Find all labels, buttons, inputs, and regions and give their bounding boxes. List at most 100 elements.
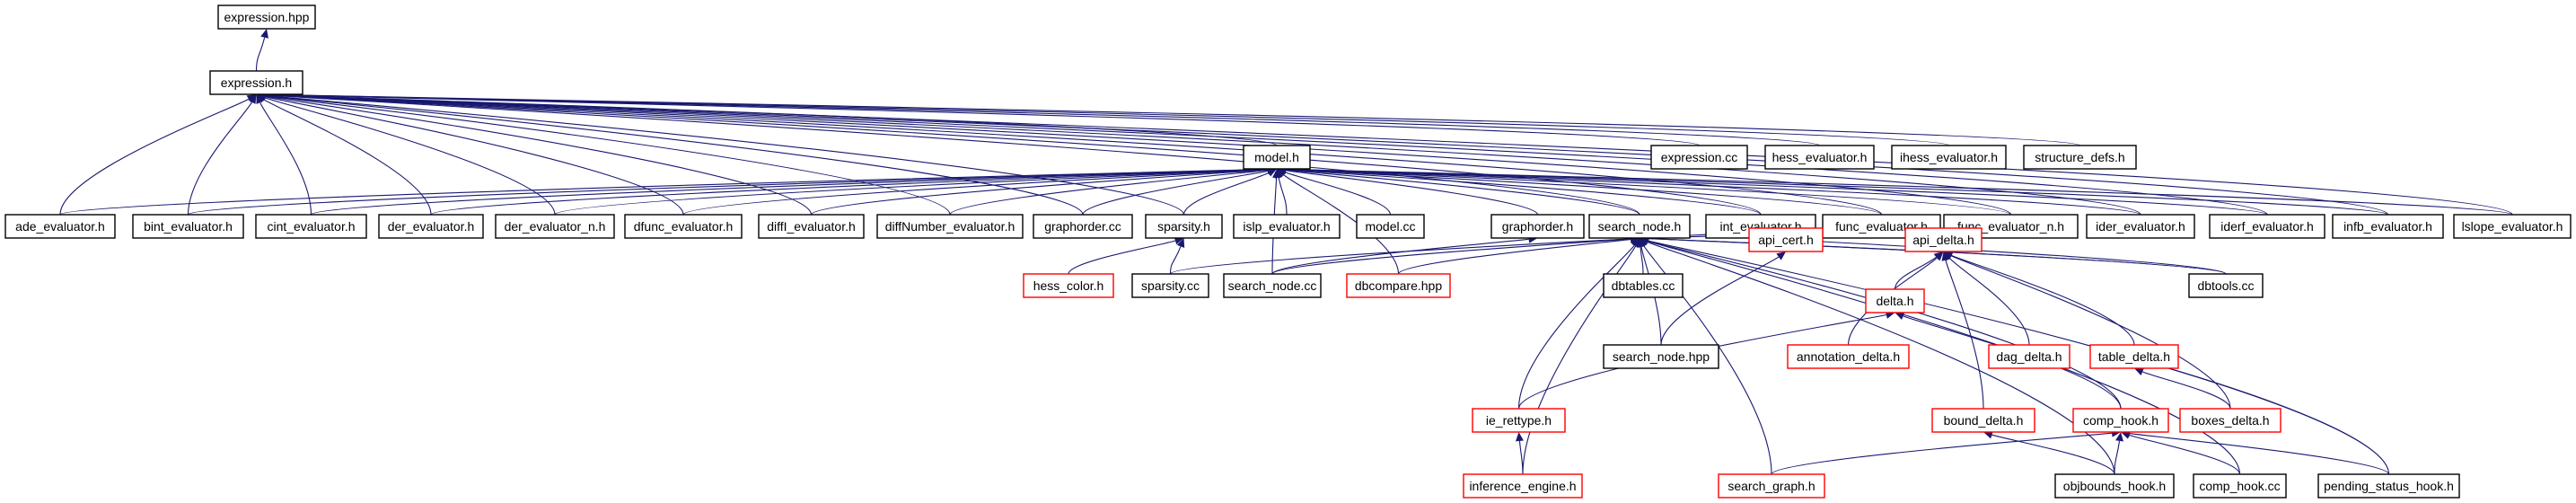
node-box[interactable]: [2086, 214, 2195, 239]
node-box[interactable]: [2089, 344, 2179, 369]
node-lslope-evaluator-h[interactable]: lslope_evaluator.h: [2453, 214, 2572, 239]
node-dbcompare-hpp[interactable]: dbcompare.hpp: [1346, 273, 1451, 298]
edge-line: [1271, 238, 1529, 275]
node-box[interactable]: [1490, 214, 1585, 239]
node-box[interactable]: [2023, 145, 2137, 170]
node-search-node-hpp[interactable]: search_node.hpp: [1603, 344, 1719, 369]
node-box[interactable]: [1891, 145, 2007, 170]
node-box[interactable]: [1865, 288, 1925, 313]
edge-objbounds_hook_h-to-bound_delta_h: [1983, 430, 2115, 475]
node-inference-engine-h[interactable]: inference_engine.h: [1463, 473, 1583, 499]
node-model-h[interactable]: model.h: [1243, 145, 1311, 170]
node-der-evaluator-h[interactable]: der_evaluator.h: [378, 214, 484, 239]
edge-line: [1951, 255, 2231, 410]
node-box[interactable]: [1748, 227, 1824, 252]
node-box[interactable]: [758, 214, 865, 239]
node-box[interactable]: [378, 214, 484, 239]
node-hess-color-h[interactable]: hess_color.h: [1023, 273, 1114, 298]
node-box[interactable]: [1243, 145, 1311, 170]
node-box[interactable]: [1356, 214, 1425, 239]
node-api-cert-h[interactable]: api_cert.h: [1748, 227, 1824, 252]
node-box[interactable]: [132, 214, 244, 239]
node-ihess-evaluator-h[interactable]: ihess_evaluator.h: [1891, 145, 2007, 170]
node-diffNumber-evaluator-h[interactable]: diffNumber_evaluator.h: [876, 214, 1024, 239]
node-box[interactable]: [1931, 408, 2035, 433]
node-annotation-delta-h[interactable]: annotation_delta.h: [1787, 344, 1910, 369]
node-dbtools-cc[interactable]: dbtools.cc: [2188, 273, 2264, 298]
node-search-graph-h[interactable]: search_graph.h: [1718, 473, 1825, 499]
node-search-node-h[interactable]: search_node.h: [1588, 214, 1691, 239]
node-box[interactable]: [1603, 273, 1684, 298]
node-pending-status-hook-h[interactable]: pending_status_hook.h: [2317, 473, 2460, 499]
node-iderf-evaluator-h[interactable]: iderf_evaluator.h: [2209, 214, 2325, 239]
node-box[interactable]: [1603, 344, 1719, 369]
node-model-cc[interactable]: model.cc: [1356, 214, 1425, 239]
node-box[interactable]: [1904, 227, 1983, 252]
node-box[interactable]: [2317, 473, 2460, 499]
node-objbounds-hook-h[interactable]: objbounds_hook.h: [2054, 473, 2175, 499]
node-bound-delta-h[interactable]: bound_delta.h: [1931, 408, 2035, 433]
node-box[interactable]: [1023, 273, 1114, 298]
node-box[interactable]: [2209, 214, 2325, 239]
node-box[interactable]: [624, 214, 743, 239]
node-ie-rettype-h[interactable]: ie_rettype.h: [1472, 408, 1566, 433]
edge-inference_engine_h-to-ie_rettype_h: [1515, 432, 1524, 475]
node-expression-cc[interactable]: expression.cc: [1650, 145, 1748, 170]
node-comp-hook-cc[interactable]: comp_hook.cc: [2193, 473, 2287, 499]
node-islp-evaluator-h[interactable]: islp_evaluator.h: [1233, 214, 1341, 239]
node-expression-h[interactable]: expression.h: [209, 70, 303, 95]
node-delta-h[interactable]: delta.h: [1865, 288, 1925, 313]
node-box[interactable]: [495, 214, 615, 239]
node-structure-defs-h[interactable]: structure_defs.h: [2023, 145, 2137, 170]
node-box[interactable]: [1787, 344, 1910, 369]
edge-arrowhead: [1277, 169, 1287, 178]
node-dfunc-evaluator-h[interactable]: dfunc_evaluator.h: [624, 214, 743, 239]
node-graphorder-h[interactable]: graphorder.h: [1490, 214, 1585, 239]
node-comp-hook-h[interactable]: comp_hook.h: [2072, 408, 2169, 433]
node-table-delta-h[interactable]: table_delta.h: [2089, 344, 2179, 369]
node-box[interactable]: [2453, 214, 2572, 239]
node-dag-delta-h[interactable]: dag_delta.h: [1988, 344, 2070, 369]
node-box[interactable]: [1463, 473, 1583, 499]
node-hess-evaluator-h[interactable]: hess_evaluator.h: [1764, 145, 1875, 170]
node-box[interactable]: [1650, 145, 1748, 170]
node-box[interactable]: [1131, 273, 1209, 298]
node-box[interactable]: [1145, 214, 1223, 239]
node-sparsity-cc[interactable]: sparsity.cc: [1131, 273, 1209, 298]
node-box[interactable]: [1223, 273, 1322, 298]
node-infb-evaluator-h[interactable]: infb_evaluator.h: [2332, 214, 2444, 239]
node-box[interactable]: [1718, 473, 1825, 499]
node-box[interactable]: [1764, 145, 1875, 170]
node-der-evaluator-n-h[interactable]: der_evaluator_n.h: [495, 214, 615, 239]
node-dbtables-cc[interactable]: dbtables.cc: [1603, 273, 1684, 298]
node-box[interactable]: [2193, 473, 2287, 499]
node-box[interactable]: [876, 214, 1024, 239]
node-diffI-evaluator-h[interactable]: diffI_evaluator.h: [758, 214, 865, 239]
node-box[interactable]: [209, 70, 303, 95]
node-ider-evaluator-h[interactable]: ider_evaluator.h: [2086, 214, 2195, 239]
node-box[interactable]: [217, 4, 316, 30]
node-box[interactable]: [1033, 214, 1133, 239]
node-box[interactable]: [1233, 214, 1341, 239]
node-box[interactable]: [1472, 408, 1566, 433]
node-cint-evaluator-h[interactable]: cint_evaluator.h: [255, 214, 367, 239]
node-box[interactable]: [255, 214, 367, 239]
node-expression-hpp[interactable]: expression.hpp: [217, 4, 316, 30]
node-box[interactable]: [2332, 214, 2444, 239]
node-sparsity-h[interactable]: sparsity.h: [1145, 214, 1223, 239]
node-box[interactable]: [2054, 473, 2175, 499]
node-boxes-delta-h[interactable]: boxes_delta.h: [2179, 408, 2281, 433]
node-ade-evaluator-h[interactable]: ade_evaluator.h: [4, 214, 116, 239]
node-box[interactable]: [1588, 214, 1691, 239]
node-box[interactable]: [1346, 273, 1451, 298]
node-box[interactable]: [2072, 408, 2169, 433]
node-box[interactable]: [2188, 273, 2264, 298]
node-api-delta-h[interactable]: api_delta.h: [1904, 227, 1983, 252]
node-box[interactable]: [4, 214, 116, 239]
edge-arrowhead: [1272, 169, 1281, 179]
node-search-node-cc[interactable]: search_node.cc: [1223, 273, 1322, 298]
node-bint-evaluator-h[interactable]: bint_evaluator.h: [132, 214, 244, 239]
node-box[interactable]: [1988, 344, 2070, 369]
node-graphorder-cc[interactable]: graphorder.cc: [1033, 214, 1133, 239]
node-box[interactable]: [2179, 408, 2281, 433]
